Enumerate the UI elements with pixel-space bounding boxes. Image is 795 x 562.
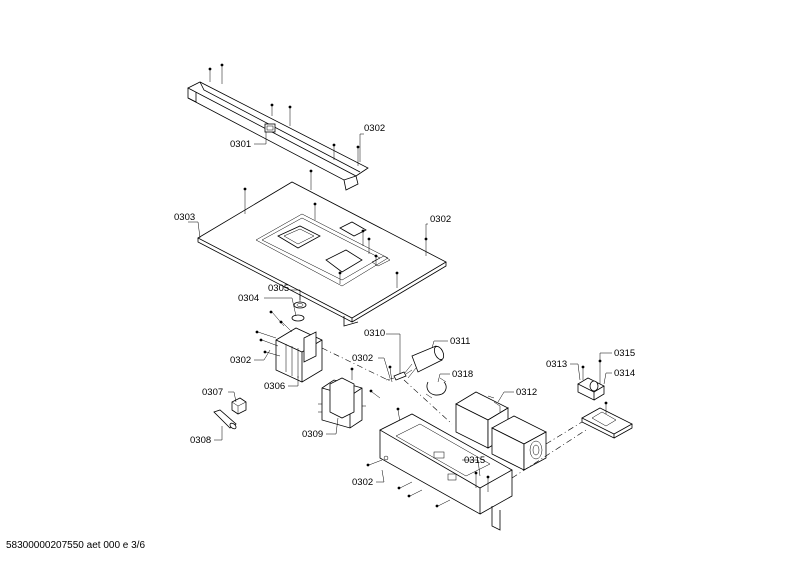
- callout-0315-b: 0315: [464, 455, 485, 466]
- callout-0302-a: 0302: [364, 123, 385, 134]
- spacer-part: [231, 397, 247, 415]
- callout-0310: 0310: [364, 328, 385, 339]
- top-rail-part: [187, 81, 369, 191]
- callout-0302-b: 0302: [430, 214, 451, 225]
- screws-back-plate: [366, 459, 490, 508]
- callout-0309: 0309: [302, 429, 323, 440]
- fan-motor-part: [455, 391, 547, 471]
- control-module-part: [581, 401, 633, 439]
- leader-lines: [188, 132, 612, 483]
- screws-cover-plate: [243, 169, 428, 288]
- callout-0303: 0303: [174, 212, 195, 223]
- magnetron-part: [275, 301, 323, 383]
- callout-0313: 0313: [546, 359, 567, 370]
- callout-0307: 0307: [202, 387, 223, 398]
- callout-0306: 0306: [264, 381, 285, 392]
- callout-0302-c: 0302: [230, 355, 251, 366]
- callout-0305: 0305: [268, 283, 289, 294]
- callout-labels: 0301 0302 0303 0302 0305 0304 0302 0306 …: [174, 123, 635, 488]
- callout-0301: 0301: [230, 139, 251, 150]
- callout-0315-a: 0315: [614, 348, 635, 359]
- diode-part: [385, 369, 413, 381]
- screws-top-rail: [208, 63, 360, 166]
- pin-part: [213, 409, 237, 430]
- capacitor-part: [403, 345, 445, 379]
- clamp-part: [425, 377, 447, 399]
- callout-0304: 0304: [238, 293, 259, 304]
- callout-0302-e: 0302: [352, 477, 373, 488]
- callout-0302-d: 0302: [352, 353, 373, 364]
- callout-0318: 0318: [452, 369, 473, 380]
- callout-0308: 0308: [190, 435, 211, 446]
- callout-0314: 0314: [614, 368, 635, 379]
- bracket-part: [577, 359, 605, 401]
- cover-plate-part: [197, 181, 447, 327]
- callout-0311: 0311: [450, 336, 470, 347]
- callout-0312: 0312: [516, 387, 537, 398]
- transformer-part: [318, 367, 381, 429]
- document-footer: 58300000207550 aet 000 e 3/6: [6, 540, 146, 551]
